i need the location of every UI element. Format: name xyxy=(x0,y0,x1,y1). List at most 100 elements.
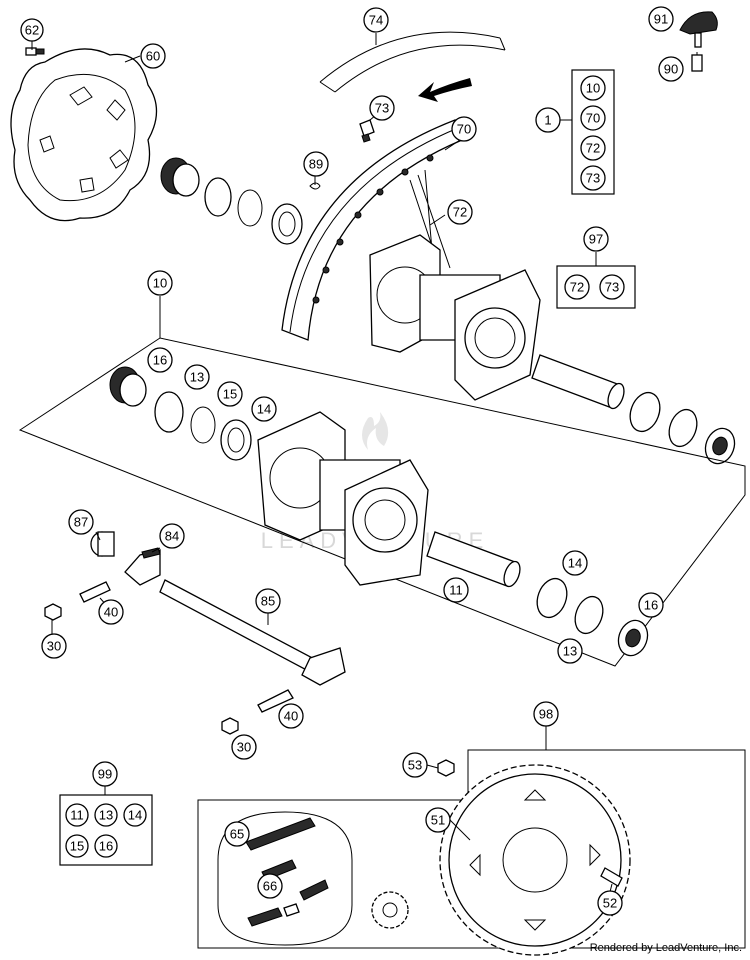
callout-84-label: 84 xyxy=(165,529,179,544)
callout-70[interactable]: 70 xyxy=(451,116,477,142)
upper-hub[interactable] xyxy=(369,234,541,401)
lower-hub[interactable] xyxy=(257,411,429,586)
kit-99-item-13[interactable]: 13 xyxy=(94,803,118,827)
tire[interactable] xyxy=(319,31,506,93)
callout-51[interactable]: 51 xyxy=(425,807,451,833)
kit-1-item-72[interactable]: 72 xyxy=(580,135,606,161)
callout-73-label: 73 xyxy=(375,101,389,116)
callout-40-upper-label: 40 xyxy=(104,605,118,620)
callout-40-lower-label: 40 xyxy=(284,709,298,724)
callout-91[interactable]: 91 xyxy=(648,6,674,32)
callout-11[interactable]: 11 xyxy=(443,577,469,603)
callout-15[interactable]: 15 xyxy=(217,381,243,407)
callout-90-label: 90 xyxy=(664,62,678,77)
callout-14-upper[interactable]: 14 xyxy=(251,396,277,422)
callout-30-upper[interactable]: 30 xyxy=(41,633,67,659)
sprocket-bolt[interactable] xyxy=(600,867,623,887)
callout-52[interactable]: 52 xyxy=(597,890,623,916)
axle[interactable] xyxy=(159,579,346,686)
kit-99-item-11-label: 11 xyxy=(70,808,84,823)
nut-upper[interactable] xyxy=(44,603,62,621)
chain[interactable] xyxy=(245,817,329,927)
upper-right-bearings[interactable] xyxy=(625,388,739,467)
callout-15-label: 15 xyxy=(223,387,237,402)
callout-60[interactable]: 60 xyxy=(140,43,166,69)
callout-99-label: 99 xyxy=(98,767,112,782)
kit-99-item-14-label: 14 xyxy=(128,808,142,823)
callout-16-upper[interactable]: 16 xyxy=(147,347,173,373)
lower-spacer[interactable] xyxy=(426,531,523,589)
callout-87-label: 87 xyxy=(74,515,88,530)
hub-group-box xyxy=(18,337,746,667)
kit-99-item-11[interactable]: 11 xyxy=(65,803,89,827)
pin-part[interactable] xyxy=(691,54,703,72)
callout-10[interactable]: 10 xyxy=(147,270,173,296)
kit-99-item-14[interactable]: 14 xyxy=(123,803,147,827)
callout-66-label: 66 xyxy=(263,879,277,894)
kit-1-item-10-label: 10 xyxy=(586,81,600,96)
rotation-arrow xyxy=(418,78,472,102)
callout-13-upper-label: 13 xyxy=(190,370,204,385)
chain-adjuster-left[interactable] xyxy=(124,547,161,586)
callout-40-upper[interactable]: 40 xyxy=(98,599,124,625)
kit-99-item-15[interactable]: 15 xyxy=(65,834,89,858)
callout-98-label: 98 xyxy=(539,707,553,722)
callout-1[interactable]: 1 xyxy=(535,107,561,133)
chain-box xyxy=(217,811,353,946)
disc-bolt[interactable] xyxy=(25,47,45,56)
front-sprocket[interactable] xyxy=(371,891,409,929)
clip[interactable] xyxy=(309,182,321,190)
callout-89[interactable]: 89 xyxy=(303,151,329,177)
callout-30-lower[interactable]: 30 xyxy=(231,734,257,760)
callout-14-upper-label: 14 xyxy=(257,402,271,417)
callout-51-label: 51 xyxy=(431,813,445,828)
lower-right-bearings[interactable] xyxy=(532,574,652,659)
callout-66[interactable]: 66 xyxy=(257,873,283,899)
knob-part[interactable] xyxy=(679,11,718,48)
callout-40-lower[interactable]: 40 xyxy=(278,703,304,729)
callout-14-lower[interactable]: 14 xyxy=(562,550,588,576)
kit-1-item-70[interactable]: 70 xyxy=(580,105,606,131)
callout-16-lower[interactable]: 16 xyxy=(638,592,664,618)
adjuster-bolt-lower[interactable] xyxy=(257,689,294,713)
rear-sprocket[interactable] xyxy=(439,764,631,956)
adjuster-bolt-upper[interactable] xyxy=(79,581,111,603)
callout-53[interactable]: 53 xyxy=(402,752,428,778)
callout-72-label: 72 xyxy=(453,205,467,220)
callout-74[interactable]: 74 xyxy=(363,7,389,33)
callout-13-upper[interactable]: 13 xyxy=(184,364,210,390)
callout-11-label: 11 xyxy=(449,583,463,598)
kit-1-item-73[interactable]: 73 xyxy=(580,165,606,191)
callout-85[interactable]: 85 xyxy=(255,588,281,614)
callout-62[interactable]: 62 xyxy=(20,18,44,42)
kit-1-item-10[interactable]: 10 xyxy=(580,75,606,101)
sprocket-nut[interactable] xyxy=(437,759,455,777)
callout-97[interactable]: 97 xyxy=(583,226,609,252)
callout-14-lower-label: 14 xyxy=(568,556,582,571)
callout-90[interactable]: 90 xyxy=(658,56,684,82)
lower-left-bearings[interactable] xyxy=(109,366,252,461)
nut-lower[interactable] xyxy=(221,717,239,735)
callout-53-label: 53 xyxy=(408,758,422,773)
kit-97-item-72[interactable]: 72 xyxy=(564,274,590,300)
callout-16-upper-label: 16 xyxy=(153,353,167,368)
callout-72[interactable]: 72 xyxy=(447,199,473,225)
callout-13-lower[interactable]: 13 xyxy=(557,638,583,664)
callout-85-label: 85 xyxy=(261,594,275,609)
kit-97-item-73[interactable]: 73 xyxy=(599,274,625,300)
axle-nut[interactable] xyxy=(90,531,115,557)
upper-spacer[interactable] xyxy=(531,354,627,411)
callout-98[interactable]: 98 xyxy=(533,701,559,727)
callout-84[interactable]: 84 xyxy=(159,523,185,549)
spoke-nipple[interactable] xyxy=(359,119,375,143)
callout-99[interactable]: 99 xyxy=(92,761,118,787)
callout-65[interactable]: 65 xyxy=(224,821,250,847)
brake-disc[interactable] xyxy=(10,48,158,222)
callout-62-label: 62 xyxy=(25,23,39,38)
callout-73[interactable]: 73 xyxy=(369,95,395,121)
callout-87[interactable]: 87 xyxy=(68,509,94,535)
callout-30-lower-label: 30 xyxy=(237,740,251,755)
upper-left-bearings[interactable] xyxy=(160,157,303,245)
kit-99-item-16[interactable]: 16 xyxy=(94,834,118,858)
